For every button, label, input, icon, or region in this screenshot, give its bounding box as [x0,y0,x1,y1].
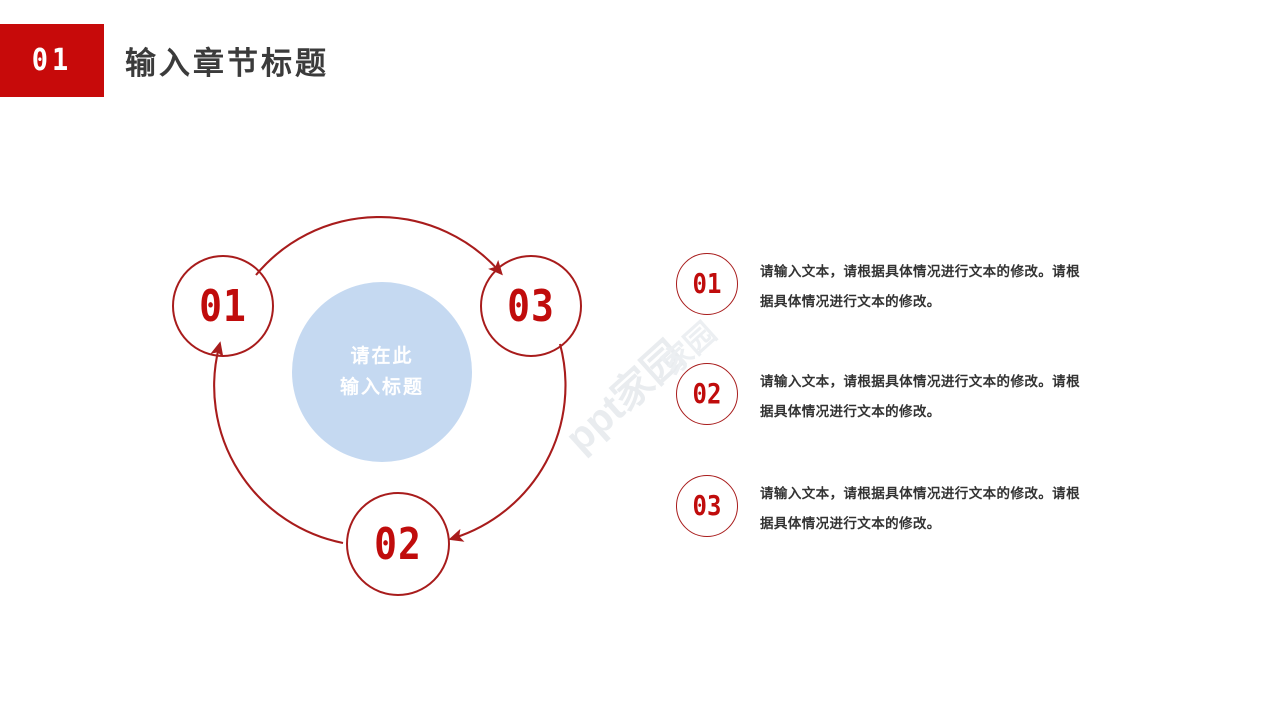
list-item[interactable]: 02 请输入文本，请根据具体情况进行文本的修改。请根据具体情况进行文本的修改。 [676,363,1096,443]
info-text-01: 请输入文本，请根据具体情况进行文本的修改。请根据具体情况进行文本的修改。 [760,264,1080,309]
info-list: 01 请输入文本，请根据具体情况进行文本的修改。请根据具体情况进行文本的修改。 … [676,250,1096,570]
center-title-line-2: 输入标题 [339,377,424,398]
info-badge-03-number: 03 [692,489,722,523]
info-badge-01-number: 01 [692,267,722,301]
section-number-badge: 01 [0,24,104,97]
arrow-02-to-01 [210,341,344,545]
cycle-node-03[interactable]: 03 [480,255,582,357]
cycle-node-02[interactable]: 02 [346,492,450,596]
cycle-node-03-number: 03 [507,280,555,332]
center-title-line-1: 请在此 [350,346,414,367]
cycle-arrows-svg [210,216,567,545]
info-text-03: 请输入文本，请根据具体情况进行文本的修改。请根据具体情况进行文本的修改。 [760,486,1080,531]
cycle-node-01-number: 01 [199,280,247,332]
cycle-node-01[interactable]: 01 [172,255,274,357]
info-text-02: 请输入文本，请根据具体情况进行文本的修改。请根据具体情况进行文本的修改。 [760,374,1080,419]
info-badge-02-number: 02 [692,377,722,411]
info-badge-01: 01 [676,253,738,315]
info-badge-03: 03 [676,475,738,537]
page-title: 输入章节标题 [125,46,329,81]
cycle-node-02-number: 02 [374,518,422,570]
arrow-01-to-03 [255,216,503,276]
section-number-text: 01 [31,43,73,78]
cycle-diagram: 请在此 输入标题 01 03 02 [150,170,610,610]
info-badge-02: 02 [676,363,738,425]
center-title-circle: 请在此 输入标题 [292,282,472,462]
page-header: 01 输入章节标题 [0,0,1280,120]
arrow-03-to-02 [448,343,567,542]
list-item[interactable]: 03 请输入文本，请根据具体情况进行文本的修改。请根据具体情况进行文本的修改。 [676,475,1096,555]
list-item[interactable]: 01 请输入文本，请根据具体情况进行文本的修改。请根据具体情况进行文本的修改。 [676,253,1096,333]
